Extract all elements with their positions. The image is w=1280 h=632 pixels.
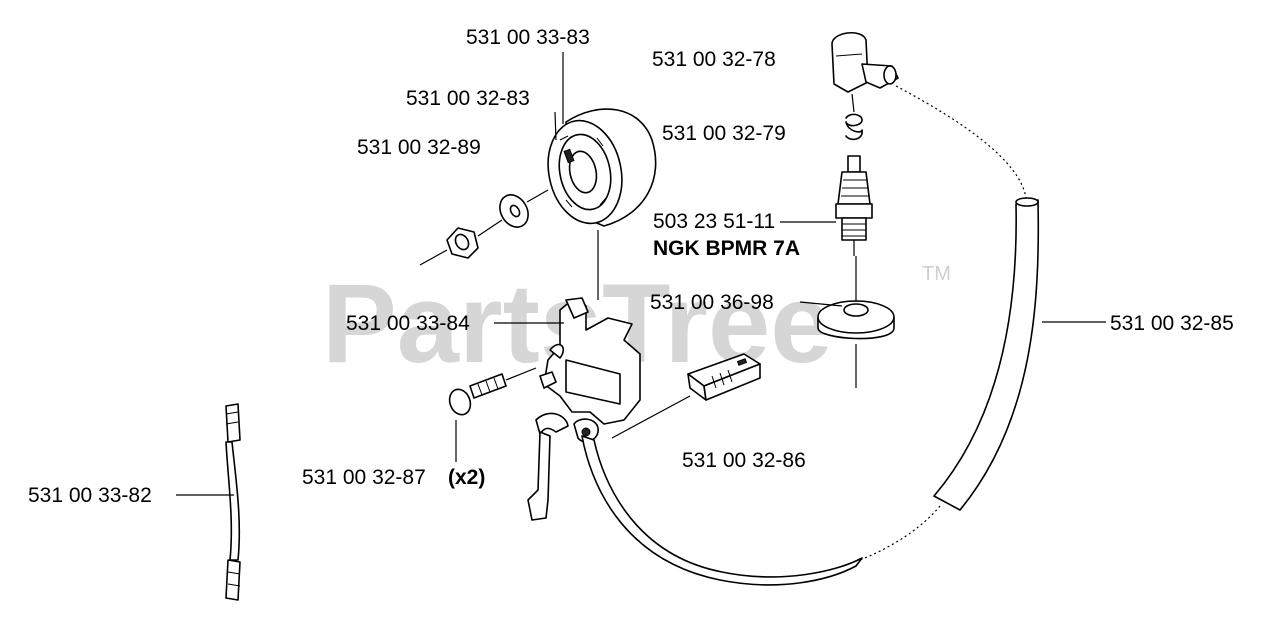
rubber-grommet[interactable] [817,256,895,388]
ignition-module[interactable] [527,230,641,521]
ground-wire[interactable] [225,403,241,601]
label-503-23-51-11: 503 23 51-11 [653,210,775,233]
label-531-00-32-89: 531 00 32-89 [357,136,481,159]
mounting-screw[interactable] [446,367,537,418]
label-531-00-33-83: 531 00 33-83 [466,26,590,49]
dashed-connection-bottom [859,505,941,561]
protective-tube[interactable] [933,197,1040,511]
label-531-00-32-85: 531 00 32-85 [1110,312,1234,335]
label-531-00-32-78: 531 00 32-78 [652,48,776,71]
spark-plug-boot[interactable] [831,32,899,93]
leader-grommet [799,301,843,307]
leader-32-83 [554,111,557,141]
label-531-00-33-84: 531 00 33-84 [346,312,470,335]
label-531-00-32-87: 531 00 32-87 [302,466,426,489]
label-531-00-32-79: 531 00 32-79 [662,122,786,145]
flywheel-washer[interactable] [494,190,534,232]
label-531-00-32-83: 531 00 32-83 [406,87,530,110]
flywheel-nut[interactable] [446,227,479,259]
label-531-00-33-82: 531 00 33-82 [28,484,152,507]
label-quantity-x2: (x2) [448,466,485,489]
label-531-00-32-86: 531 00 32-86 [682,449,806,472]
leader-terminal [611,395,691,439]
flywheel[interactable] [539,108,657,230]
dashed-connection-top [895,85,1027,199]
coil-lead-wire[interactable] [581,435,863,586]
spark-plug[interactable] [835,155,873,256]
label-ngk-bpmr-7a: NGK BPMR 7A [653,237,800,260]
label-531-00-36-98: 531 00 36-98 [650,291,774,314]
terminal-connector[interactable] [687,353,761,401]
boot-spring[interactable] [845,93,863,141]
watermark-trademark: TM [922,263,951,285]
